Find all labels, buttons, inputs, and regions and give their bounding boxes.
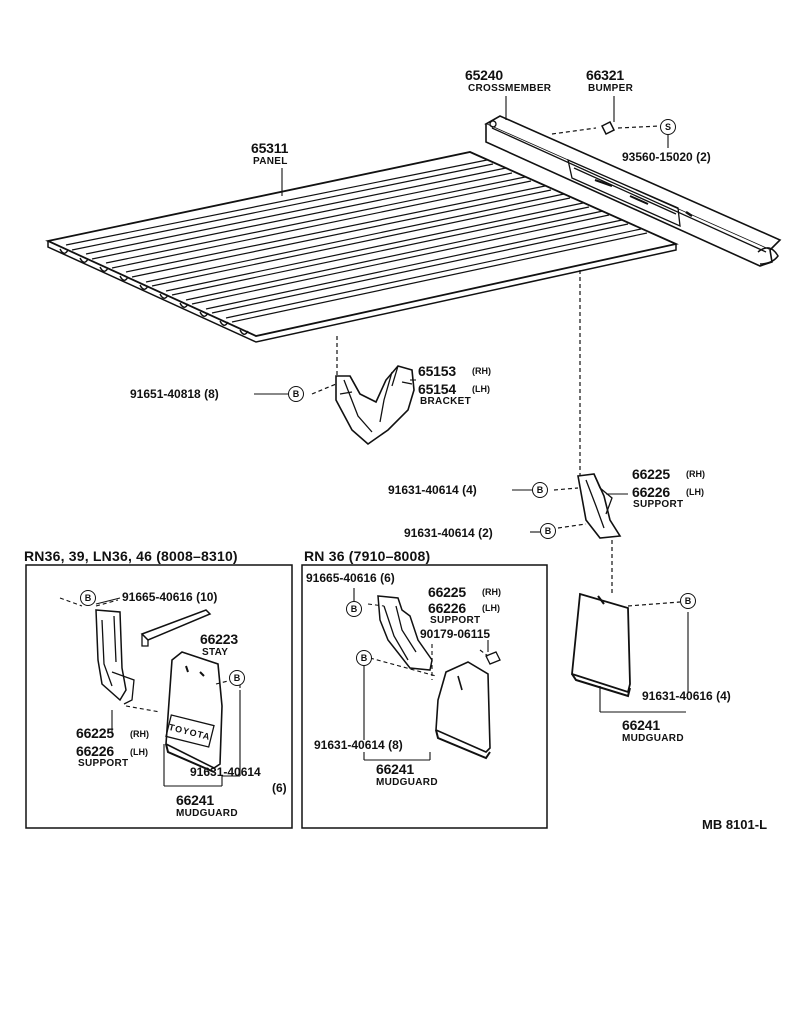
part-number-mudguard: 66241 [622,717,660,733]
middle-variant-leaders [353,588,489,761]
support-drawing [577,473,622,539]
part-name-panel: PANEL [253,156,288,167]
part-name-bumper: BUMPER [588,83,634,94]
badge-b: B [540,523,556,539]
part-number-bracket-rh: 65153 [418,363,456,379]
badge-b: B [680,593,696,609]
badge-s: S [660,119,676,135]
support-lh-tag: (LH) [686,487,704,497]
mid-bolt-top: 91665-40616 (6) [306,571,395,585]
mid-part-number-mudguard: 66241 [376,761,414,777]
left-support-rh-tag: (RH) [130,729,149,739]
middle-variant-dashes [367,603,489,680]
left-variant-frame [25,564,293,829]
badge-b: B [346,601,362,617]
left-variant-drawing [95,609,223,773]
figure-reference-code: MB 8101-L [702,817,768,832]
mid-nut: 90179-06115 [420,627,491,641]
part-name-support: SUPPORT [633,499,684,510]
mid-bolt-bottom: 91631-40614 (8) [314,738,403,752]
mid-part-name-mudguard: MUDGUARD [376,777,438,788]
mid-part-name-support: SUPPORT [430,615,481,626]
mudguard-drawing [571,592,631,698]
left-support-lh-tag: (LH) [130,747,148,757]
part-number-left-support-rh: 66225 [76,725,114,741]
part-number-support-lh: 66226 [632,484,670,500]
part-number-crossmember: 65240 [465,67,503,83]
badge-b: B [229,670,245,686]
leader-lines [254,96,689,713]
part-number-support-rh: 66225 [632,466,670,482]
bolt-93560: 93560-15020 (2) [622,150,711,164]
part-name-mudguard: MUDGUARD [622,733,684,744]
part-number-left-support-lh: 66226 [76,743,114,759]
left-bolt-bottom-qty: (6) [272,781,287,795]
left-variant-header: RN36, 39, LN36, 46 (8008–8310) [24,548,238,564]
part-number-stay: 66223 [200,631,238,647]
support-rh-tag: (RH) [686,469,705,479]
badge-b: B [356,650,372,666]
left-bolt-top: 91665-40616 (10) [122,590,218,604]
left-part-name-support: SUPPORT [78,758,129,769]
left-part-number-mudguard: 66241 [176,792,214,808]
middle-variant-header: RN 36 (7910–8008) [304,548,431,564]
bracket-lh-tag: (LH) [472,384,490,394]
badge-b: B [80,590,96,606]
mid-support-rh-tag: (RH) [482,587,501,597]
part-number-bracket-lh: 65154 [418,381,456,397]
bed-panel-drawing [45,151,679,343]
bumper-drawing [600,120,616,136]
badge-b: B [288,386,304,402]
leader-dashes [311,125,681,607]
badge-b: B [532,482,548,498]
mid-part-number-support-lh: 66226 [428,600,466,616]
left-part-name-mudguard: MUDGUARD [176,808,238,819]
bolt-91631-40616: 91631-40616 (4) [642,689,731,703]
mid-part-number-support-rh: 66225 [428,584,466,600]
part-name-bracket: BRACKET [420,396,471,407]
part-name-stay: STAY [202,647,229,658]
part-name-crossmember: CROSSMEMBER [468,83,552,94]
middle-variant-drawing [377,595,501,760]
bracket-drawing [335,365,415,446]
mid-support-lh-tag: (LH) [482,603,500,613]
left-bolt-bottom: 91631-40614 [190,765,261,779]
left-variant-leaders [95,597,241,787]
bolt-91631-4: 91631-40614 (4) [388,483,477,497]
crossmember-drawing [484,115,782,267]
bolt-91651: 91651-40818 (8) [130,387,219,401]
bolt-91631-2: 91631-40614 (2) [404,526,493,540]
part-number-bumper: 66321 [586,67,624,83]
part-number-panel: 65311 [251,140,289,156]
middle-variant-frame [301,564,548,829]
bracket-rh-tag: (RH) [472,366,491,376]
